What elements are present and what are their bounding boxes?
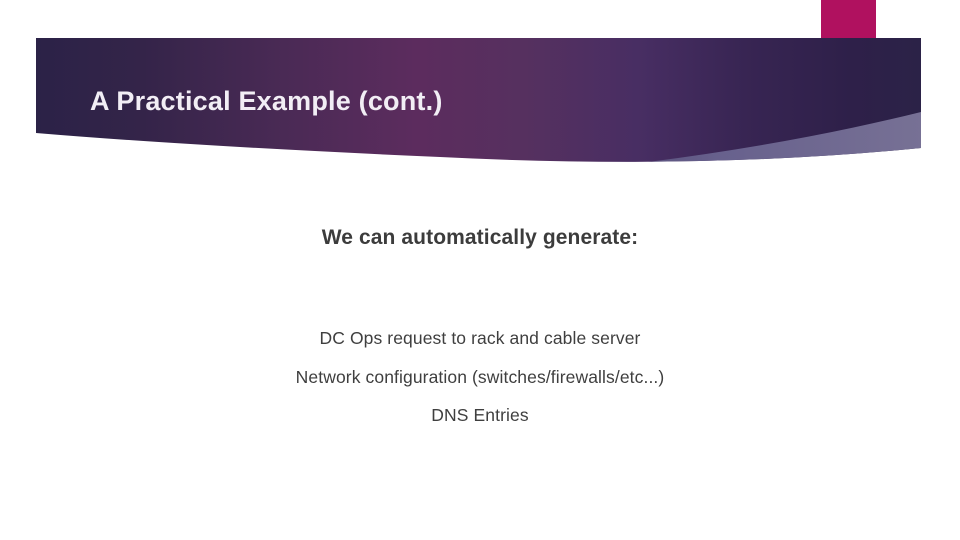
list-item: DC Ops request to rack and cable server: [319, 328, 641, 349]
body-heading: We can automatically generate:: [321, 226, 639, 249]
list-item: Network configuration (switches/firewall…: [295, 366, 665, 387]
list-item: DNS Entries: [431, 405, 529, 426]
generated-items-list: DC Ops request to rack and cable server …: [0, 330, 960, 425]
slide-body: We can automatically generate: DC Ops re…: [0, 225, 960, 425]
slide-title: A Practical Example (cont.): [90, 86, 443, 116]
magenta-accent-bar: [821, 0, 876, 89]
light-purple-wedge: [560, 112, 921, 162]
